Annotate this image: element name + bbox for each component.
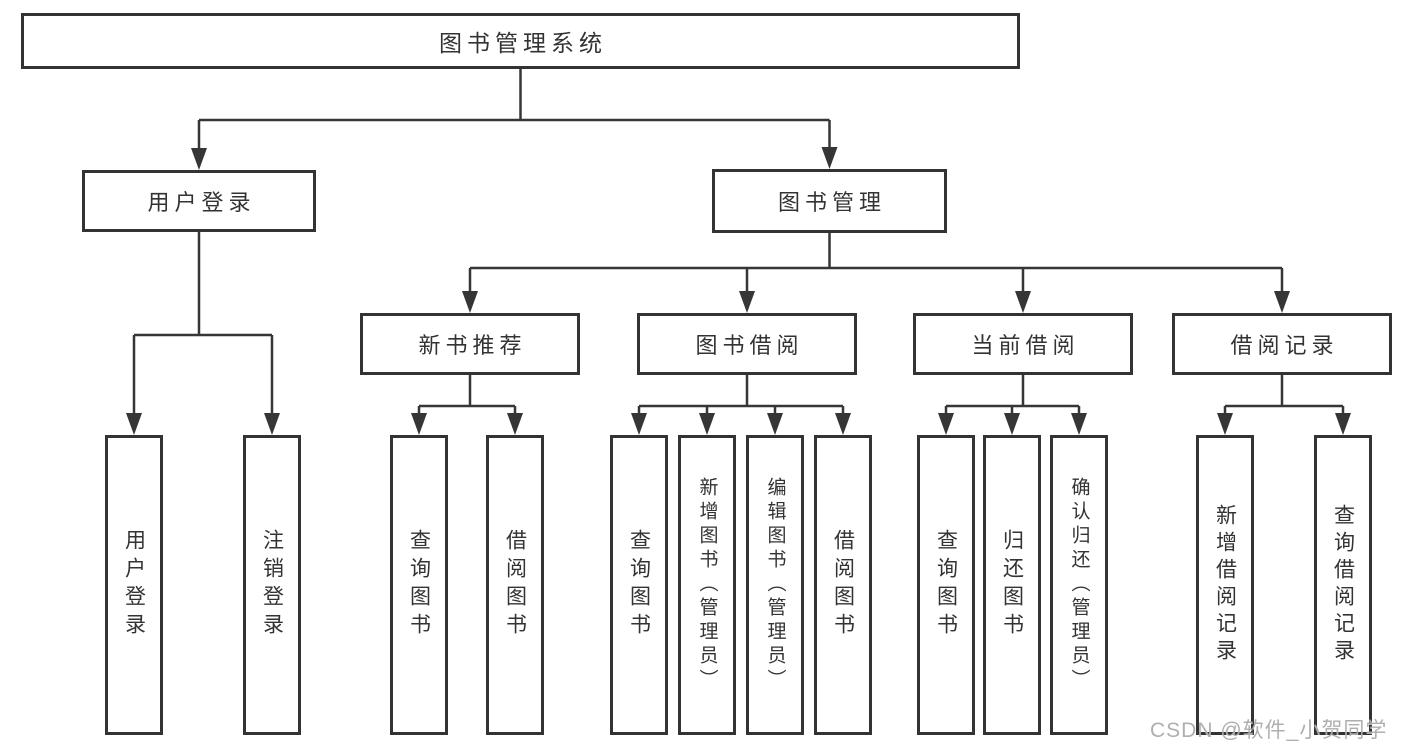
node-label: 用户登录 <box>147 190 256 215</box>
leaf-borrow-books-borrow: 借阅图书 <box>814 435 872 735</box>
leaf-label: 注销登录 <box>260 529 284 641</box>
leaf-label: 编辑图书（管理员） <box>764 477 786 693</box>
leaf-label: 查询图书 <box>934 529 958 641</box>
node-label: 新书推荐 <box>418 333 527 358</box>
leaf-label: 新增借阅记录 <box>1213 504 1237 666</box>
leaf-confirm-return-admin: 确认归还（管理员） <box>1050 435 1108 735</box>
leaf-label: 归还图书 <box>1000 529 1024 641</box>
node-borrowing-records: 借阅记录 <box>1172 313 1392 375</box>
node-label: 图书借阅 <box>695 333 804 358</box>
leaf-logout: 注销登录 <box>243 435 301 735</box>
leaf-query-books-recommend: 查询图书 <box>390 435 448 735</box>
leaf-edit-book-admin: 编辑图书（管理员） <box>746 435 804 735</box>
node-book-management: 图书管理 <box>712 169 947 233</box>
connector-borrow-records-to-leaves <box>1223 375 1345 415</box>
leaf-add-borrow-record: 新增借阅记录 <box>1196 435 1254 735</box>
connector-book-mgmt-to-level3 <box>468 233 1284 293</box>
connector-root-to-level2 <box>197 69 831 150</box>
connector-new-book-to-leaves <box>417 375 517 415</box>
leaf-label: 借阅图书 <box>831 529 855 641</box>
leaf-label: 查询图书 <box>407 529 431 641</box>
node-label: 当前借阅 <box>971 333 1080 358</box>
csdn-watermark: CSDN @软件_小贺同学 <box>1150 719 1388 742</box>
leaf-query-books-current: 查询图书 <box>917 435 975 735</box>
connector-current-borrow-to-leaves <box>944 375 1081 415</box>
leaf-user-login: 用户登录 <box>105 435 163 735</box>
leaf-label: 借阅图书 <box>503 529 527 641</box>
node-library-management-system: 图书管理系统 <box>21 13 1020 69</box>
node-book-borrowing: 图书借阅 <box>637 313 857 375</box>
leaf-label: 新增图书（管理员） <box>696 477 718 693</box>
leaf-return-books: 归还图书 <box>983 435 1041 735</box>
connector-book-borrow-to-leaves <box>637 375 845 415</box>
leaf-borrow-books-recommend: 借阅图书 <box>486 435 544 735</box>
node-label: 图书管理 <box>777 190 886 215</box>
node-label: 借阅记录 <box>1230 333 1339 358</box>
leaf-label: 确认归还（管理员） <box>1068 477 1090 693</box>
connector-user-login-to-leaves <box>132 232 274 415</box>
node-new-book-recommendation: 新书推荐 <box>360 313 580 375</box>
leaf-label: 查询借阅记录 <box>1331 504 1355 666</box>
node-current-borrowing: 当前借阅 <box>913 313 1133 375</box>
leaf-label: 用户登录 <box>122 529 146 641</box>
leaf-add-book-admin: 新增图书（管理员） <box>678 435 736 735</box>
leaf-label: 查询图书 <box>627 529 651 641</box>
node-user-login: 用户登录 <box>82 170 316 232</box>
leaf-query-borrow-record: 查询借阅记录 <box>1314 435 1372 735</box>
node-label: 图书管理系统 <box>439 30 607 56</box>
leaf-query-books-borrow: 查询图书 <box>610 435 668 735</box>
